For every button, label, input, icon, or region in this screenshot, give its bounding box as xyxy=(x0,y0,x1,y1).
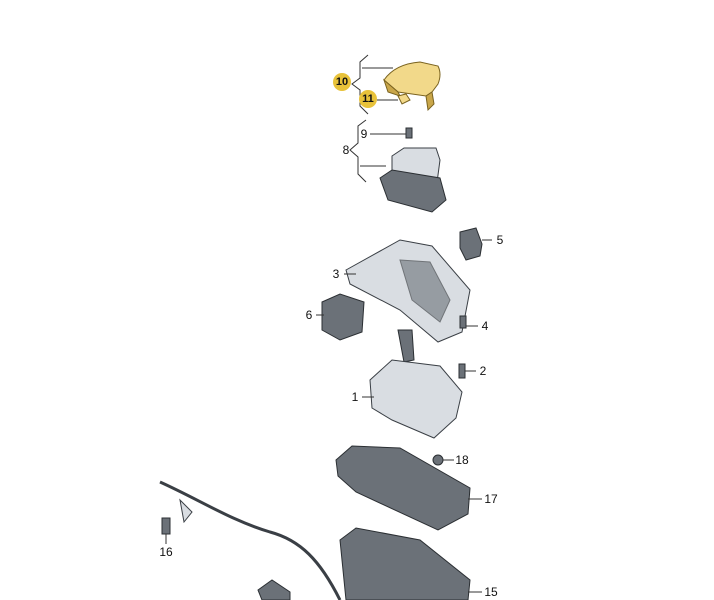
callout-8[interactable]: 8 xyxy=(342,143,350,157)
part-2-screw[interactable] xyxy=(458,363,466,379)
callout-18[interactable]: 18 xyxy=(455,453,469,467)
part-11-clip[interactable] xyxy=(397,93,411,105)
callout-15[interactable]: 15 xyxy=(484,585,498,599)
part-16-bolt[interactable] xyxy=(161,517,171,535)
part-1-selector-mechanism[interactable] xyxy=(369,329,463,439)
cable xyxy=(159,480,342,600)
part-9-screw[interactable] xyxy=(405,127,413,139)
bracket-8 xyxy=(349,119,367,183)
callout-16[interactable]: 16 xyxy=(159,545,173,559)
bracket-10 xyxy=(351,54,369,115)
callout-4[interactable]: 4 xyxy=(481,319,489,333)
part-17-housing[interactable] xyxy=(335,445,471,531)
part-10-cover-cap[interactable] xyxy=(382,61,441,112)
callout-11[interactable]: 11 xyxy=(359,90,377,108)
callout-9[interactable]: 9 xyxy=(360,127,368,141)
part-4-screw[interactable] xyxy=(459,315,467,329)
callout-1[interactable]: 1 xyxy=(351,390,359,404)
callout-17[interactable]: 17 xyxy=(484,492,498,506)
part-15-bracket[interactable] xyxy=(339,527,471,600)
callout-3[interactable]: 3 xyxy=(332,267,340,281)
callout-6[interactable]: 6 xyxy=(305,308,313,322)
part-8-selector-lever[interactable] xyxy=(379,147,447,213)
callout-5[interactable]: 5 xyxy=(496,233,504,247)
callout-2[interactable]: 2 xyxy=(479,364,487,378)
part-18-nut[interactable] xyxy=(432,454,444,466)
lower-part xyxy=(257,579,291,600)
part-6-switch[interactable] xyxy=(321,293,365,341)
part-5-switch[interactable] xyxy=(459,227,483,261)
part-3-trim-panel[interactable] xyxy=(345,239,471,343)
callout-10[interactable]: 10 xyxy=(333,73,351,91)
